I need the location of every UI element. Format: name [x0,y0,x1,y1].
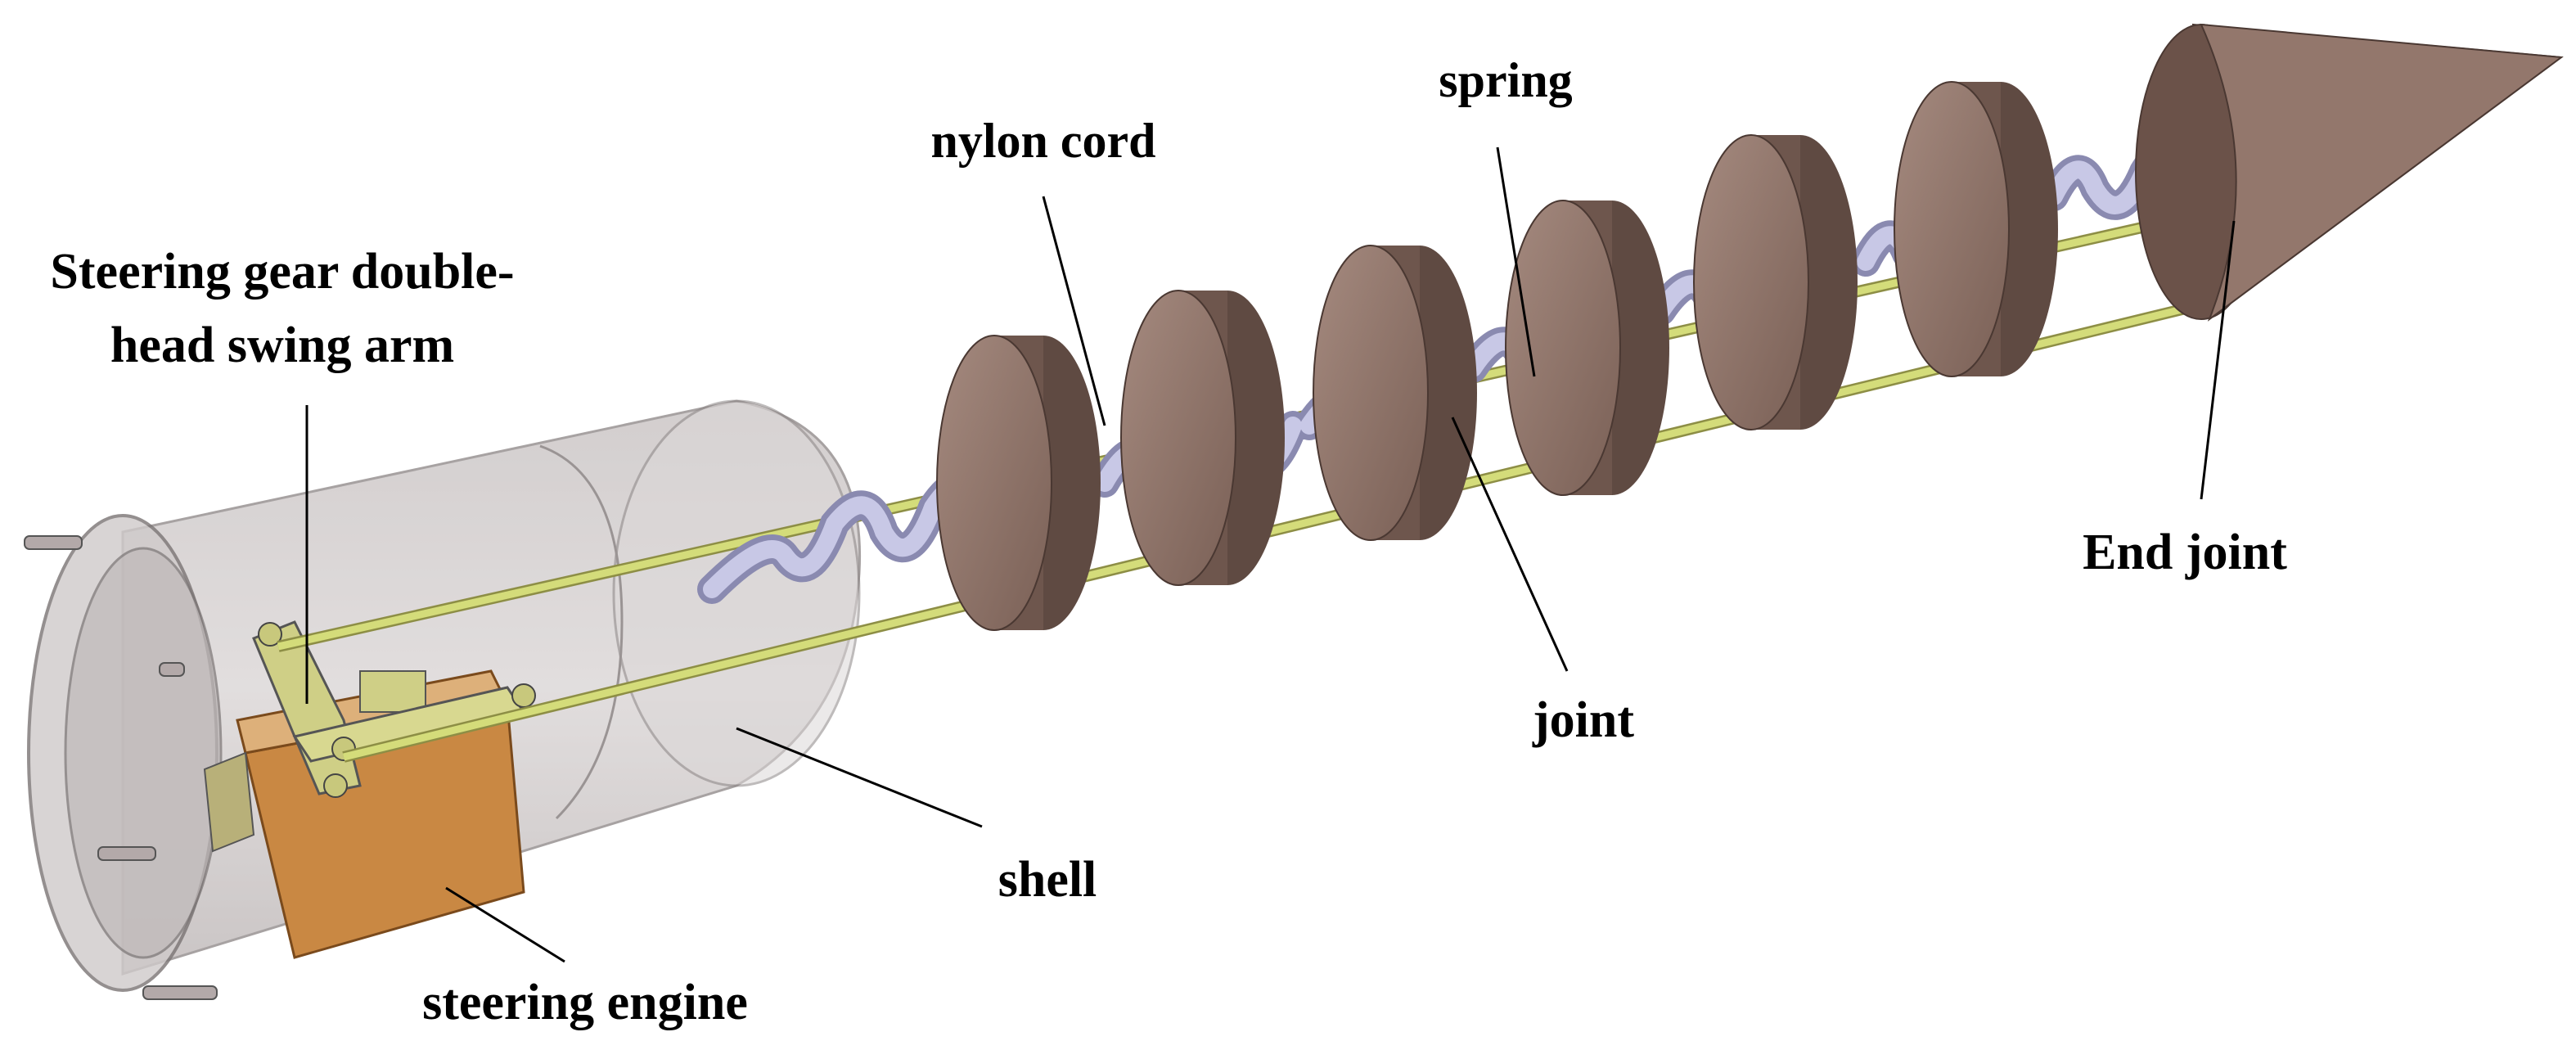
joint-disc-6 [1894,81,2058,377]
joint-disc-1 [936,335,1101,631]
joint-disc-3 [1313,245,1477,541]
label-steering-arm-line2: head swing arm [110,318,454,373]
joint-disc-5 [1693,134,1858,430]
end-joint-cone [2135,23,2564,322]
leader-shell [736,727,983,828]
label-spring: spring [1439,53,1572,107]
label-end-joint: End joint [2083,525,2287,580]
label-shell: shell [998,852,1097,908]
leader-end-joint [2200,220,2236,500]
label-nylon-cord: nylon cord [930,114,1155,168]
leader-nylon-cord [1042,196,1106,426]
leader-steering-engine [445,886,565,963]
joint-disc-4 [1505,200,1669,496]
label-steering-arm-line1: Steering gear double- [50,244,514,300]
swing-arm [252,620,536,798]
leader-spring [1496,146,1536,377]
joint-disc-2 [1120,290,1285,586]
label-steering-engine: steering engine [422,975,748,1030]
leader-joint [1451,417,1569,672]
label-joint: joint [1532,692,1634,748]
shell-flange [24,514,223,1000]
